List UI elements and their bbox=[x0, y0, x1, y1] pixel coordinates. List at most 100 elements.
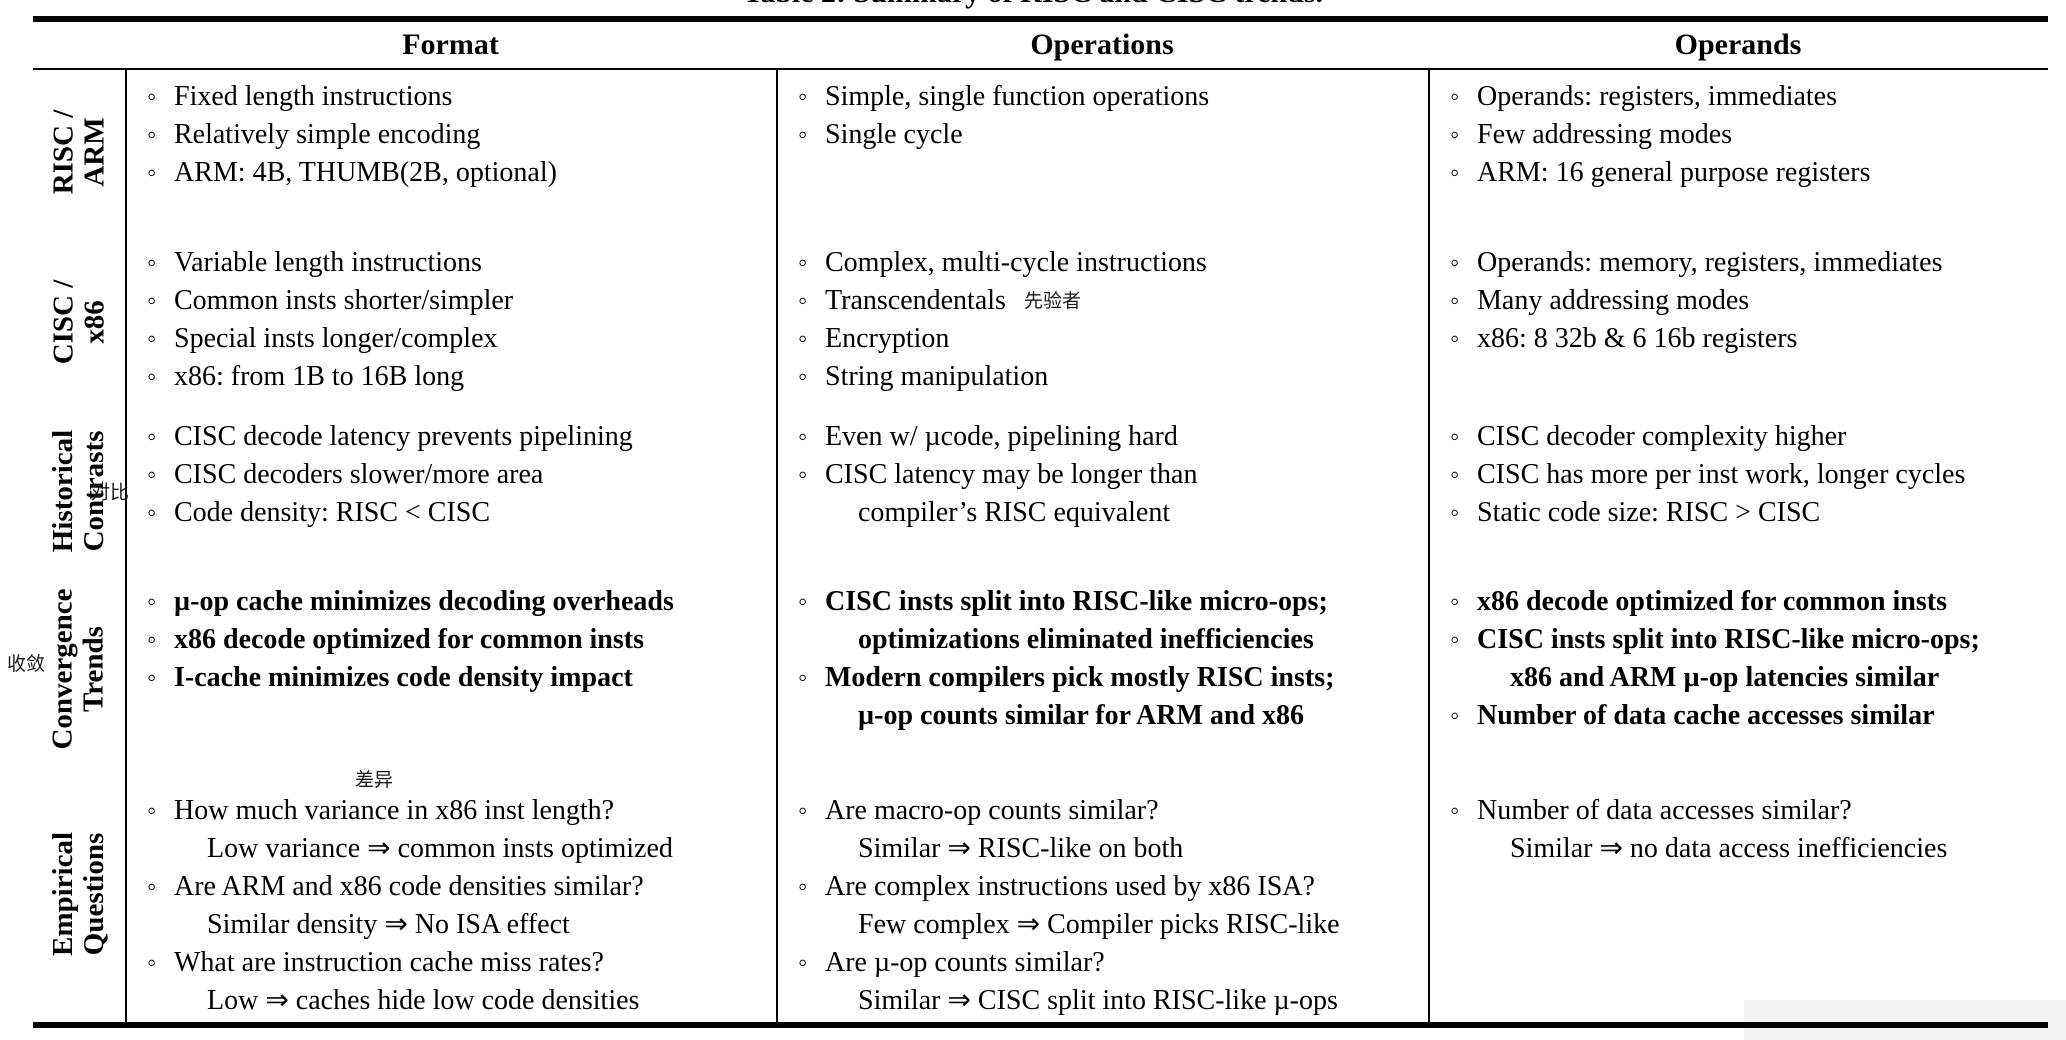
bullet-icon: ◦ bbox=[798, 663, 808, 692]
bullet-icon: ◦ bbox=[147, 158, 157, 187]
item-continuation-text: Similar ⇒ RISC-like on both bbox=[858, 833, 1184, 864]
bullet-item: ◦Few addressing modes bbox=[1450, 116, 2044, 154]
bullet-item: ◦ x86: 8 32b & 6 16b registers bbox=[1450, 320, 2044, 358]
bullet-item: ◦ARM: 16 general purpose registers bbox=[1450, 154, 2044, 192]
table-cell-format: ◦CISC decode latency prevents pipelining… bbox=[125, 409, 776, 572]
item-text: CISC latency may be longer than bbox=[825, 459, 1198, 490]
row-label: RISC /ARM bbox=[33, 70, 125, 234]
bullet-item: ◦ I-cache minimizes code density impact bbox=[147, 659, 772, 697]
item-continuation-text: µ-op counts similar for ARM and x86 bbox=[858, 700, 1305, 731]
table-row: RISC /ARM◦Fixed length instructions◦Rela… bbox=[33, 70, 2048, 234]
item-continuation-text: optimizations eliminated inefficiencies bbox=[858, 624, 1314, 655]
item-text: µ-op cache minimizes decoding overheads bbox=[174, 586, 674, 617]
item-text: Are macro-op counts similar? bbox=[825, 795, 1159, 826]
bullet-item: ◦ Simple, single function operations bbox=[798, 78, 1424, 116]
bullet-icon: ◦ bbox=[1450, 324, 1460, 353]
bullet-icon: ◦ bbox=[147, 872, 157, 901]
item-text: ARM: 4B, THUMB(2B, optional) bbox=[174, 157, 557, 188]
item-continuation-text: Similar ⇒ no data access inefficiencies bbox=[1510, 833, 1948, 864]
bullet-icon: ◦ bbox=[147, 498, 157, 527]
bullet-item: ◦What are instruction cache miss rates? bbox=[147, 944, 772, 982]
item-text: I-cache minimizes code density impact bbox=[174, 662, 633, 693]
table-body: RISC /ARM◦Fixed length instructions◦Rela… bbox=[7, 70, 2048, 1028]
bullet-icon: ◦ bbox=[1450, 701, 1460, 730]
bullet-icon: ◦ bbox=[798, 948, 808, 977]
bullet-icon: ◦ bbox=[1450, 248, 1460, 277]
item-text: CISC decode latency prevents pipelining bbox=[174, 421, 633, 452]
bullet-item: ◦Complex, multi-cycle instructions bbox=[798, 244, 1424, 282]
bullet-icon: ◦ bbox=[798, 460, 808, 489]
bullet-icon: ◦ bbox=[1450, 158, 1460, 187]
table-cell-operands: ◦Operands: memory, registers, immediates… bbox=[1428, 234, 2048, 409]
bullet-icon: ◦ bbox=[798, 422, 808, 451]
item-text: Variable length instructions bbox=[174, 247, 482, 278]
chinese-annotation: 差异 bbox=[355, 769, 394, 791]
bullet-item: ◦CISC insts split into RISC-like micro-o… bbox=[798, 583, 1424, 621]
bullet-icon: ◦ bbox=[1450, 625, 1460, 654]
item-text: Modern compilers pick mostly RISC insts; bbox=[825, 662, 1335, 693]
table-cell-operations: ◦Even w/ µcode, pipelining hard◦CISC lat… bbox=[776, 409, 1428, 572]
item-continuation-text: Similar density ⇒ No ISA effect bbox=[207, 909, 570, 940]
bullet-item: ◦Operands: registers, immediates bbox=[1450, 78, 2044, 116]
bullet-item: ◦Special insts longer/complex bbox=[147, 320, 772, 358]
bullet-icon: ◦ bbox=[147, 625, 157, 654]
bullet-item: ◦String manipulation bbox=[798, 358, 1424, 396]
row-label-text: RISC /ARM bbox=[46, 109, 110, 195]
bullet-icon: ◦ bbox=[1450, 120, 1460, 149]
item-text: x86 decode optimized for common insts bbox=[1477, 586, 1947, 617]
bullet-item: ◦Fixed length instructions bbox=[147, 78, 772, 116]
bullet-item: ◦Are macro-op counts similar? bbox=[798, 792, 1424, 830]
bullet-item: ◦CISC has more per inst work, longer cyc… bbox=[1450, 456, 2044, 494]
table-header-row: Format Operations Operands bbox=[33, 16, 2048, 70]
item-text: x86: 8 32b & 6 16b registers bbox=[1477, 323, 1798, 354]
item-text: Simple, single function operations bbox=[825, 81, 1210, 112]
table-cell-format: ◦Fixed length instructions◦Relatively si… bbox=[125, 70, 776, 234]
table-caption-clipped: Table 2: Summary of RISC and CISC trends… bbox=[0, 0, 2066, 10]
bullet-item: ◦x86 decode optimized for common insts bbox=[147, 621, 772, 659]
bullet-item: ◦ CISC latency may be longer than bbox=[798, 456, 1424, 494]
item-text: Many addressing modes bbox=[1477, 285, 1750, 316]
bullet-item: ◦Even w/ µcode, pipelining hard bbox=[798, 418, 1424, 456]
item-text: CISC has more per inst work, longer cycl… bbox=[1477, 459, 1966, 490]
bullet-item: ◦CISC decode latency prevents pipelining bbox=[147, 418, 772, 456]
item-text: Static code size: RISC > CISC bbox=[1477, 497, 1821, 528]
bullet-item: ◦CISC insts split into RISC-like micro-o… bbox=[1450, 621, 2044, 659]
bullet-item: ◦Encryption bbox=[798, 320, 1424, 358]
item-text: Common insts shorter/simpler bbox=[174, 285, 514, 316]
bullet-icon: ◦ bbox=[147, 663, 157, 692]
bullet-icon: ◦ bbox=[147, 587, 157, 616]
bullet-item: ◦Single cycle bbox=[798, 116, 1424, 154]
bullet-icon: ◦ bbox=[147, 286, 157, 315]
item-text: CISC insts split into RISC-like micro-op… bbox=[825, 586, 1328, 617]
table-cell-operands: ◦ x86 decode optimized for common insts ◦C… bbox=[1428, 572, 2048, 765]
bullet-icon: ◦ bbox=[147, 948, 157, 977]
item-text: String manipulation bbox=[825, 361, 1049, 392]
bullet-icon: ◦ bbox=[147, 82, 157, 111]
item-text: Are µ-op counts similar? bbox=[825, 947, 1105, 978]
bullet-item: ◦How much variance in x86 inst length?差异 bbox=[147, 770, 772, 830]
column-header-operations: Operations bbox=[1030, 28, 1174, 61]
bullet-icon: ◦ bbox=[147, 362, 157, 391]
item-text: Number of data cache accesses similar bbox=[1477, 700, 1935, 731]
item-text: x86: from 1B to 16B long bbox=[174, 361, 465, 392]
bullet-icon: ◦ bbox=[1450, 587, 1460, 616]
item-continuation-text: Low variance ⇒ common insts optimized bbox=[207, 833, 673, 864]
item-continuation-text: Few complex ⇒ Compiler picks RISC-like bbox=[858, 909, 1340, 940]
bullet-item: ◦Many addressing modes bbox=[1450, 282, 2044, 320]
table-cell-operations: ◦ Simple, single function operations ◦Sing… bbox=[776, 70, 1428, 234]
bullet-icon: ◦ bbox=[798, 82, 808, 111]
bullet-item: ◦CISC decoders slower/more area bbox=[147, 456, 772, 494]
bullet-item: ◦Are complex instructions used by x86 IS… bbox=[798, 868, 1424, 906]
bullet-item: ◦Static code size: RISC > CISC bbox=[1450, 494, 2044, 532]
bullet-item: ◦ Number of data cache accesses similar bbox=[1450, 697, 2044, 735]
table-cell-format: ◦How much variance in x86 inst length?差异… bbox=[125, 765, 776, 1022]
